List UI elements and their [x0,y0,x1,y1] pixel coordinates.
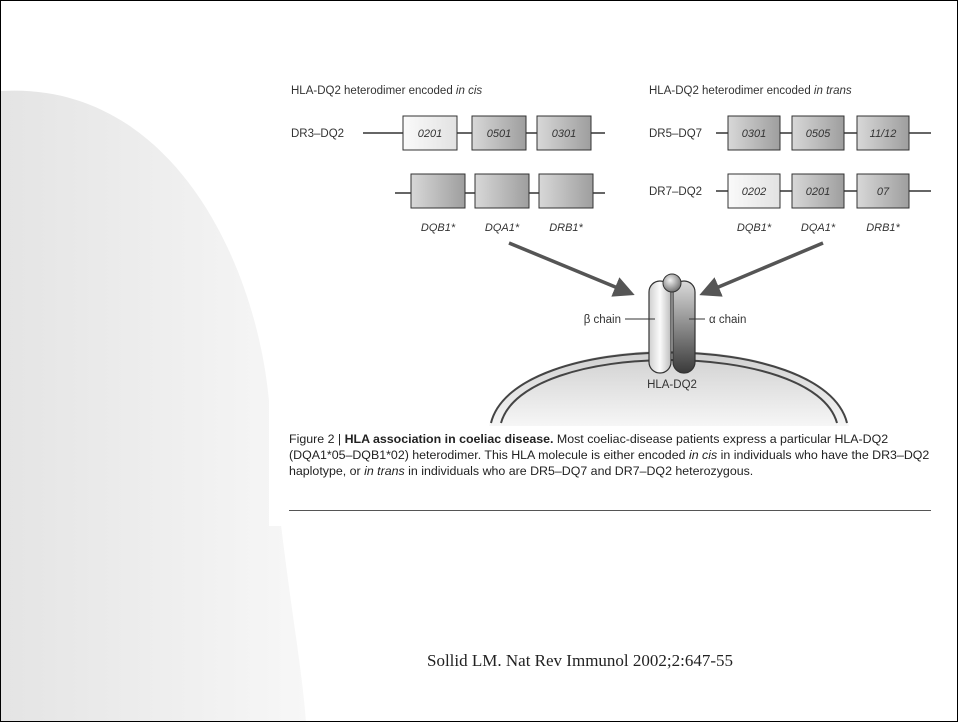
figure-caption: Figure 2 | HLA association in coeliac di… [289,431,949,480]
molecule-name: HLA-DQ2 [647,379,697,391]
gene-label-drb1-trans: DRB1* [866,222,900,234]
haplotype-label-dr5-dq7: DR5–DQ7 [649,128,702,140]
caption-text-2: in individuals who have the DR3–DQ2 hapl… [289,448,930,479]
allele-drb1-dr7-dq2: 07 [877,186,890,198]
allele-dqa1-dr3-dq2: 0501 [487,128,511,140]
haplotype-label-dr7-dq2: DR7–DQ2 [649,186,702,198]
caption-text-1: Most coeliac-disease patients express a … [289,432,889,463]
caption-emph-1: in cis [688,448,718,463]
hla-figure: HLA-DQ2 heterodimer encoded in cis HLA-D… [269,71,957,526]
caption-prefix: Figure 2 | [289,432,345,446]
beta-chain [648,280,672,374]
allele-drb1-dr3-dq2: 0301 [552,128,576,140]
gene-label-dqb1-cis: DQB1* [421,222,456,234]
cis-header: HLA-DQ2 heterodimer encoded in cis [291,85,482,97]
allele-dqb1-dr7-dq2: 0202 [742,186,766,198]
citation: Sollid LM. Nat Rev Immunol 2002;2:647-55 [427,651,733,670]
beta-chain-label: β chain [584,314,621,326]
allele-dqb1-dr3-dq2: 0201 [418,128,442,140]
caption-text-3: in individuals who are DR5–DQ7 and DR7–D… [404,464,754,479]
caption-emph-2: in trans [364,464,405,479]
caption-title: HLA association in coeliac disease. [344,432,554,446]
arrow-trans [699,241,824,297]
allele-dqa1-dr5-dq7: 0505 [806,128,831,140]
gene-label-dqa1-trans: DQA1* [801,222,836,234]
allele-drb1-dr5-dq7: 11/12 [870,128,897,140]
allele-dqa1-dr7-dq2: 0201 [806,186,830,198]
arrow-cis [508,241,635,297]
allele-dqb1-dr5-dq7: 0301 [742,128,766,140]
alpha-chain-label: α chain [709,314,746,326]
peptide-ball [662,273,682,293]
alpha-chain [672,280,696,374]
hla-dq2-molecule [648,273,696,374]
gene-label-dqb1-trans: DQB1* [737,222,772,234]
haplotype-label-dr3-dq2: DR3–DQ2 [291,128,344,140]
trans-header: HLA-DQ2 heterodimer encoded in trans [649,85,852,97]
gene-label-dqa1-cis: DQA1* [485,222,520,234]
gene-label-drb1-cis: DRB1* [549,222,583,234]
caption-divider [289,510,931,511]
